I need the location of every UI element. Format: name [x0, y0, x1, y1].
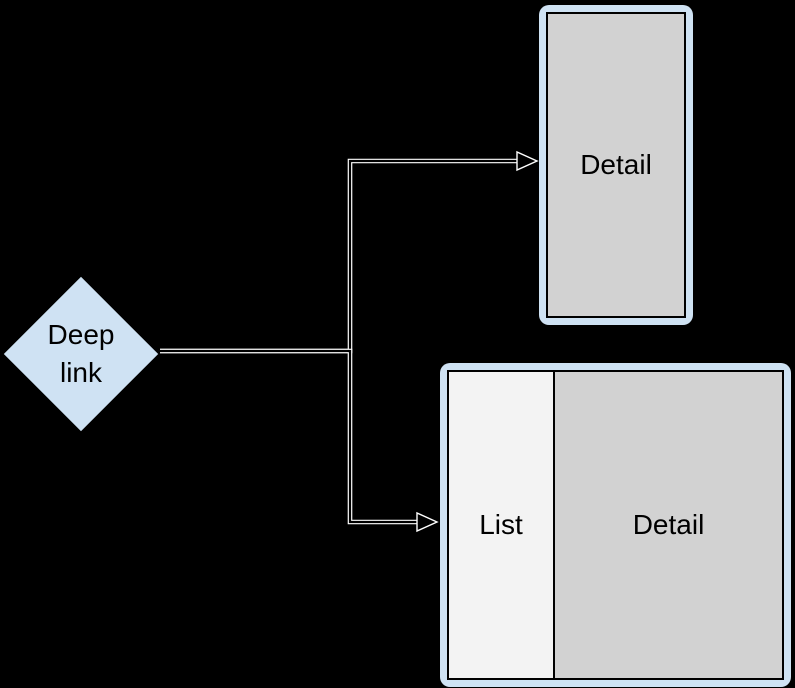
detail-pane-label: Detail: [580, 149, 652, 180]
list-detail-detail-pane: Detail: [555, 372, 782, 678]
list-detail-detail-pane-label: Detail: [632, 509, 705, 540]
detail-pane: Detail: [548, 14, 684, 316]
list-detail-screen: List Detail: [447, 370, 784, 680]
diamond-shape-icon: [2, 275, 160, 433]
arrowhead-list-detail: [416, 511, 439, 533]
arrow-to-detail-screen: [160, 150, 539, 354]
deep-link-node: Deep link: [2, 275, 160, 433]
deep-link-label: Deep link: [47, 319, 115, 388]
arrow-to-list-detail-screen: [160, 348, 439, 533]
list-detail-screen-frame: List Detail: [440, 363, 791, 687]
detail-screen-frame: Detail: [539, 5, 693, 325]
arrowhead-detail: [516, 150, 539, 172]
detail-screen: Detail: [546, 12, 686, 318]
list-pane-label: List: [479, 509, 523, 540]
list-pane: List: [449, 372, 555, 678]
